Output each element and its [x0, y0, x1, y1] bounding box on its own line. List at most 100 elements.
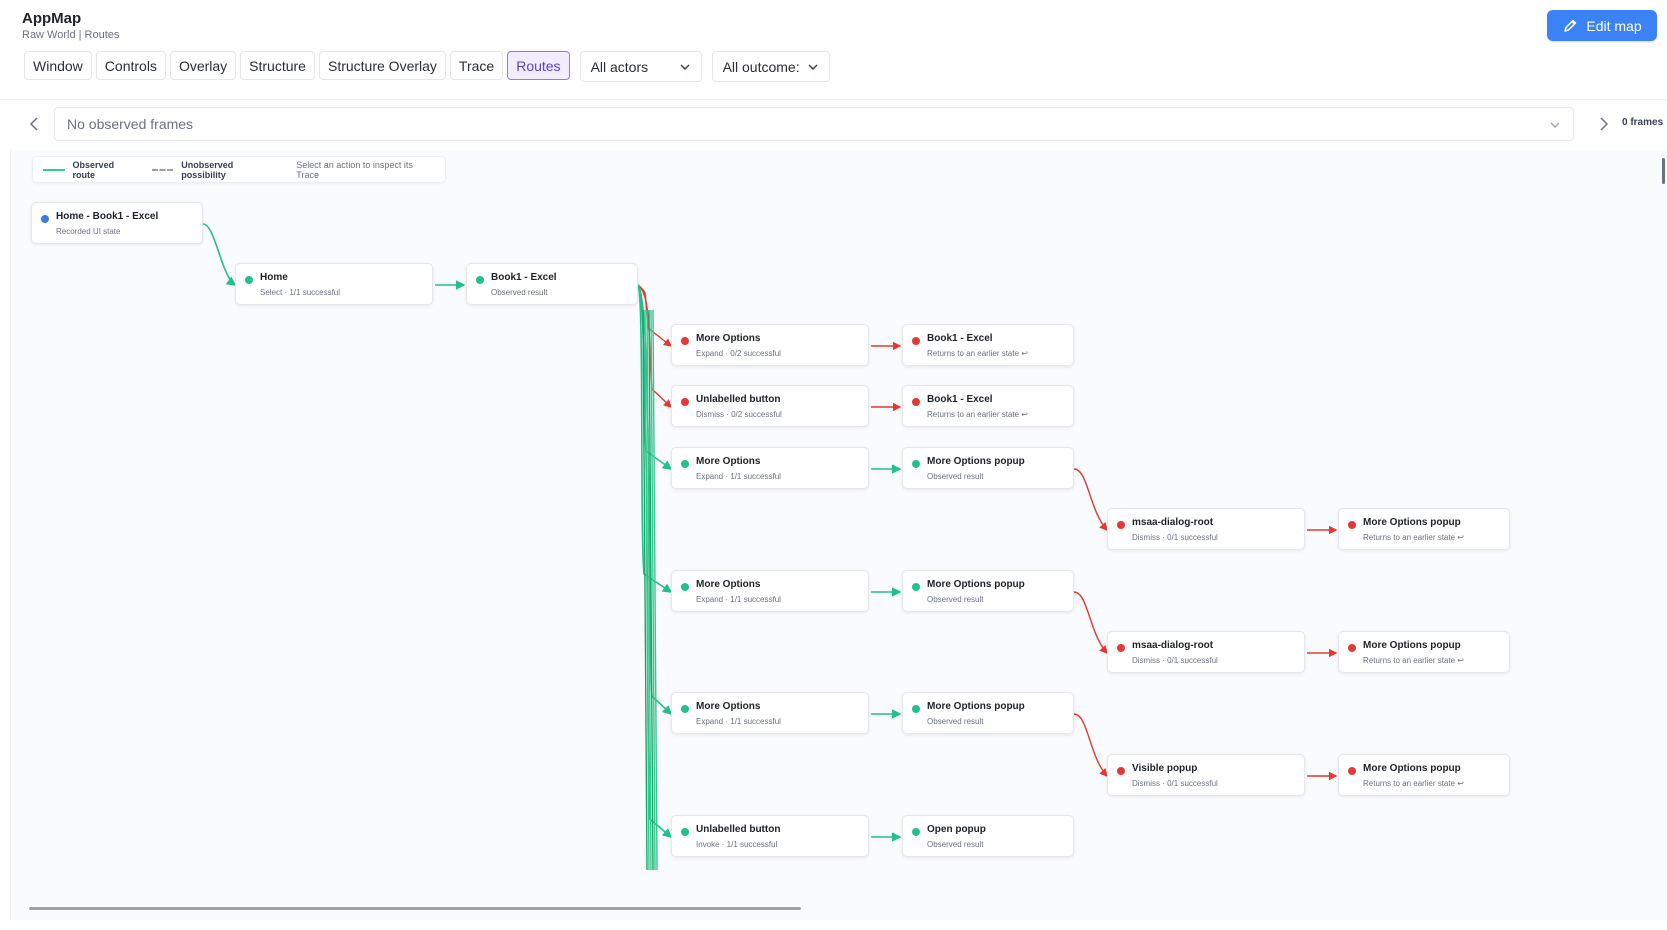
tab-routes[interactable]: Routes	[507, 51, 570, 80]
node-subtitle: Returns to an earlier state ↩	[1363, 533, 1464, 542]
route-edge-root-home[interactable]	[202, 223, 237, 286]
node-subtitle: Observed result	[491, 288, 548, 297]
chevron-down-icon	[808, 64, 818, 70]
observed-route-swatch	[43, 168, 65, 171]
node-subtitle: Invoke · 1/1 successful	[696, 840, 778, 849]
node-subtitle: Observed result	[927, 717, 984, 726]
tab-overlay[interactable]: Overlay	[169, 51, 237, 80]
tab-window[interactable]: Window	[24, 51, 92, 80]
edit-map-label: Edit map	[1586, 17, 1642, 34]
node-subtitle: Returns to an earlier state ↩	[1363, 779, 1464, 788]
status-dot	[1348, 644, 1356, 652]
node-subtitle: Dismiss · 0/2 successful	[696, 410, 782, 419]
chevron-down-icon	[1550, 122, 1560, 128]
status-dot	[1117, 767, 1125, 775]
chevron-down-icon	[680, 64, 690, 70]
node-subtitle: Dismiss · 0/1 successful	[1132, 656, 1218, 665]
status-dot	[476, 276, 484, 284]
node-subtitle: Dismiss · 0/1 successful	[1132, 779, 1218, 788]
outcomes-filter[interactable]: All outcome:	[711, 51, 830, 82]
status-dot	[681, 398, 689, 406]
status-dot	[912, 583, 920, 591]
route-edge-mo4r-vp[interactable]	[1073, 713, 1108, 778]
chevron-right-icon	[1600, 117, 1609, 131]
node-title: Open popup	[927, 824, 986, 835]
route-edge-mo2r-dlg1[interactable]	[1073, 468, 1108, 532]
actors-filter-value: All actors	[590, 58, 649, 75]
app-header: AppMap Raw World | Routes Edit map Windo…	[0, 0, 1667, 100]
tab-structure[interactable]: Structure	[240, 51, 315, 80]
status-dot	[41, 215, 49, 223]
node-subtitle: Recorded UI state	[56, 227, 121, 236]
status-dot	[912, 828, 920, 836]
status-dot	[1117, 521, 1125, 529]
route-legend: Observed route Unobserved possibility Se…	[32, 156, 446, 183]
node-subtitle: Expand · 1/1 successful	[696, 717, 781, 726]
route-map-canvas[interactable]: Observed route Unobserved possibility Se…	[10, 150, 1667, 920]
node-subtitle: Returns to an earlier state ↩	[927, 349, 1028, 358]
frames-count: 0 frames	[1622, 117, 1664, 128]
status-dot	[681, 705, 689, 713]
route-edge-book1-mo3[interactable]	[637, 284, 673, 593]
tab-controls[interactable]: Controls	[95, 51, 166, 80]
actors-filter[interactable]: All actors	[579, 51, 702, 82]
observed-route-trunk	[642, 309, 648, 871]
observed-route-trunk	[648, 309, 654, 871]
node-title: More Options popup	[1363, 640, 1461, 651]
horizontal-scrollbar[interactable]	[29, 907, 801, 910]
route-edges	[202, 223, 1338, 871]
status-dot	[681, 337, 689, 345]
node-title: More Options popup	[927, 579, 1025, 590]
node-title: Visible popup	[1132, 763, 1198, 774]
node-title: msaa-dialog-root	[1132, 517, 1214, 528]
status-dot	[912, 337, 920, 345]
breadcrumb: Raw World | Routes	[22, 29, 120, 41]
legend-unobserved: Unobserved possibility	[181, 159, 234, 180]
node-title: More Options popup	[927, 701, 1025, 712]
observed-route-trunk	[646, 309, 652, 871]
node-title: More Options	[696, 456, 761, 467]
edit-map-button[interactable]: Edit map	[1547, 10, 1657, 41]
frame-select-value: No observed frames	[67, 116, 194, 132]
prev-frame-button[interactable]	[24, 113, 44, 135]
next-frame-button[interactable]	[1594, 113, 1614, 135]
route-edge-mo3r-dlg2[interactable]	[1073, 591, 1108, 655]
chevron-left-icon	[29, 117, 38, 131]
view-tabs: Window Controls Overlay Structure Struct…	[24, 51, 830, 82]
node-title: msaa-dialog-root	[1132, 640, 1214, 651]
node-title: More Options popup	[1363, 517, 1461, 528]
frame-select[interactable]: No observed frames	[54, 107, 1574, 141]
node-subtitle: Returns to an earlier state ↩	[1363, 656, 1464, 665]
tab-trace[interactable]: Trace	[449, 51, 504, 80]
node-title: Book1 - Excel	[491, 272, 557, 283]
node-title: More Options	[696, 701, 761, 712]
node-title: Book1 - Excel	[927, 394, 993, 405]
status-dot	[1117, 644, 1125, 652]
legend-hint: Select an action to inspect its Trace	[296, 159, 413, 180]
unobserved-route-swatch	[151, 168, 174, 171]
vertical-scrollbar[interactable]	[1662, 158, 1665, 184]
tab-structure-overlay[interactable]: Structure Overlay	[318, 51, 446, 80]
observed-route-trunk	[652, 309, 658, 871]
